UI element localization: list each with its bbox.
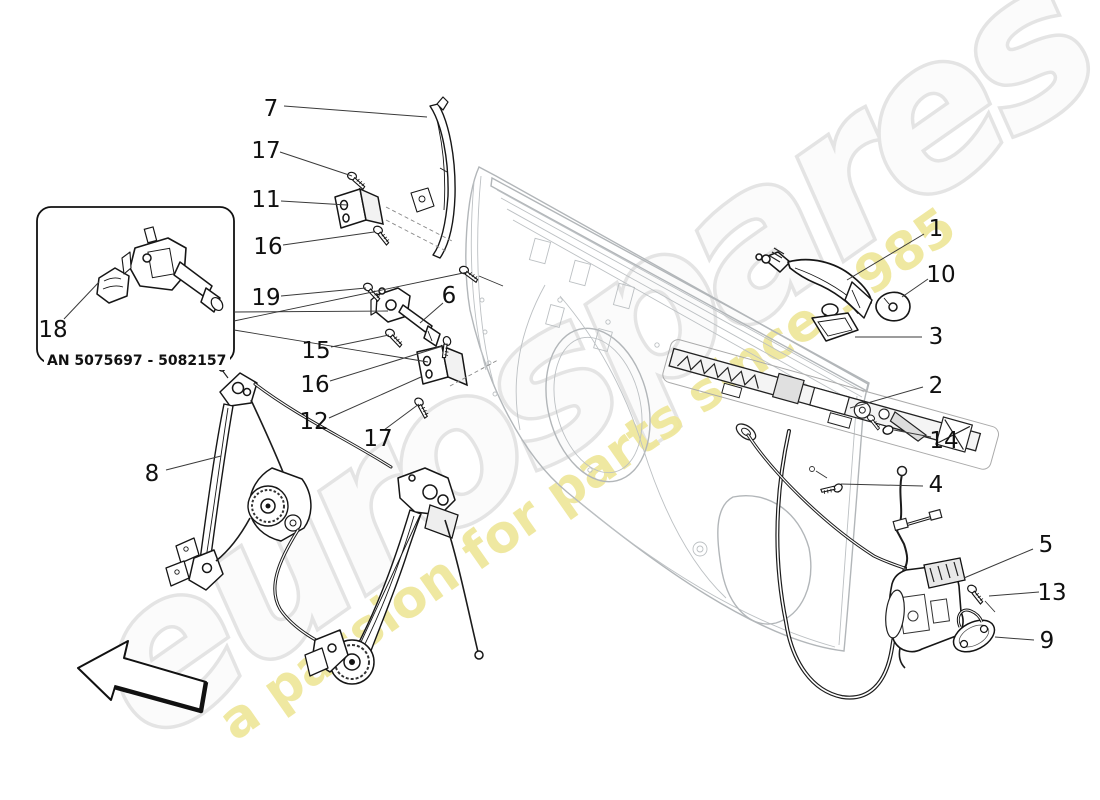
leader-line-17 — [383, 403, 420, 431]
inner-handle-cable — [735, 423, 757, 441]
leader-line-15 — [330, 334, 390, 348]
callout-label-11: 11 — [251, 187, 280, 213]
callout-label-7: 7 — [264, 96, 279, 122]
callout-label-1: 1 — [929, 216, 944, 242]
leader-line-9 — [994, 636, 1035, 641]
handle-gasket — [811, 312, 859, 342]
door-check-strap — [370, 287, 441, 347]
window-regulator-rear — [304, 467, 484, 685]
callout-label-5: 5 — [1039, 532, 1054, 558]
callout-label-12: 12 — [299, 409, 328, 435]
callout-label-8: 8 — [145, 461, 160, 487]
leader-line-4 — [840, 483, 924, 487]
leader-line-7 — [283, 105, 428, 118]
lock-rod — [892, 465, 943, 569]
callout-label-18: 18 — [38, 317, 67, 343]
leader-line-17 — [279, 151, 353, 177]
upper-hinge — [334, 187, 453, 253]
callout-label-2: 2 — [929, 373, 944, 399]
reference-box: AN 5075697 - 5082157 — [36, 206, 469, 370]
callout-label-16: 16 — [253, 234, 282, 260]
door-lock-assembly — [885, 557, 966, 669]
callout-label-15: 15 — [301, 338, 330, 364]
callout-label-17: 17 — [251, 138, 280, 164]
callout-label-9: 9 — [1040, 628, 1055, 654]
lower-hinge — [416, 344, 499, 387]
leader-line-13 — [988, 591, 1040, 597]
leader-line-5 — [963, 548, 1034, 579]
callout-label-17: 17 — [363, 426, 392, 452]
door-shell — [465, 166, 870, 652]
callout-label-3: 3 — [929, 324, 944, 350]
leader-line-18 — [63, 281, 100, 320]
callout-label-14: 14 — [929, 428, 958, 454]
callouts-layer: 7 17 11 16 19 15 16 12 17 6 18 8 1 10 3 2 14 4 5 13 9 — [38, 96, 1066, 654]
leader-line-10 — [901, 278, 929, 298]
leader-line-12 — [328, 376, 422, 419]
door-check-kit — [96, 226, 224, 313]
callout-label-10: 10 — [926, 262, 955, 288]
callout-label-6: 6 — [442, 283, 457, 309]
exterior-door-handle — [755, 247, 873, 323]
reference-code-text: AN 5075697 - 5082157 — [47, 353, 226, 369]
leader-line-11 — [280, 200, 348, 206]
leader-line-16 — [329, 345, 444, 382]
callout-label-4: 4 — [929, 472, 944, 498]
leader-line-2 — [849, 386, 924, 409]
handle-end-cap — [875, 291, 911, 322]
leader-line-6 — [419, 302, 444, 324]
leader-line-14 — [893, 429, 932, 438]
leader-line-19 — [280, 287, 367, 297]
lock-striker — [952, 608, 996, 653]
callout-label-16: 16 — [300, 372, 329, 398]
glass-run-channel — [429, 96, 456, 259]
screws — [344, 170, 996, 613]
callout-label-19: 19 — [251, 285, 280, 311]
bowden-cable — [746, 429, 907, 700]
callout-label-13: 13 — [1037, 580, 1066, 606]
leader-line-16 — [282, 231, 375, 246]
leader-line-1 — [846, 233, 925, 281]
leader-line-8 — [165, 455, 222, 471]
direction-arrow — [77, 640, 209, 714]
